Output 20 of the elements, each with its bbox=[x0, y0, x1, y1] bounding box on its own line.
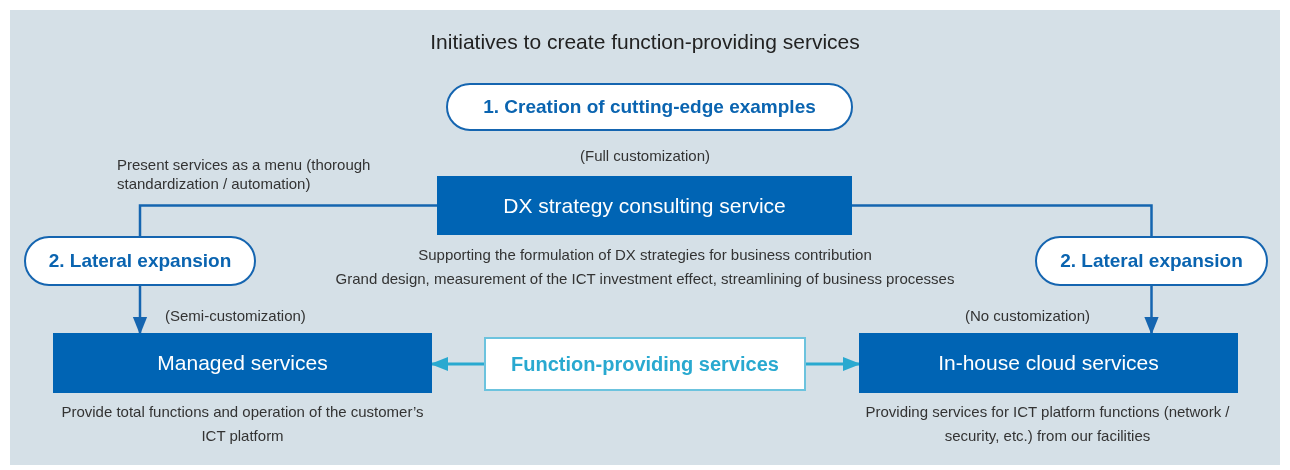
description-text: (No customization) bbox=[965, 306, 1092, 326]
connector-line bbox=[852, 204, 1153, 236]
center-box: Function-providing services bbox=[484, 337, 806, 391]
step-pill: 2. Lateral expansion bbox=[1035, 236, 1268, 286]
arrow bbox=[1144, 286, 1159, 335]
step-pill: 1. Creation of cutting-edge examples bbox=[446, 83, 853, 131]
description-text: Provide total functions and operation of the customer’s ICT platform bbox=[60, 402, 425, 446]
description-text: Supporting the formulation of DX strategies for business contribution bbox=[417, 245, 873, 265]
description-text: (Semi-customization) bbox=[165, 306, 307, 326]
service-box: DX strategy consulting service bbox=[437, 176, 852, 235]
description-text: Grand design, measurement of the ICT investment effect, streamlining of business processes bbox=[334, 269, 956, 289]
step-pill: 2. Lateral expansion bbox=[24, 236, 256, 286]
arrow bbox=[132, 286, 148, 335]
service-box: In-house cloud services bbox=[859, 333, 1238, 393]
service-box: Managed services bbox=[53, 333, 432, 393]
connector-line bbox=[138, 204, 437, 236]
description-text: (Full customization) bbox=[578, 146, 711, 166]
arrow bbox=[806, 356, 861, 372]
diagram-title: Initiatives to create function-providing services bbox=[429, 30, 861, 54]
description-text: Providing services for ICT platform functions (network / security, etc.) from our facilities bbox=[864, 402, 1231, 446]
